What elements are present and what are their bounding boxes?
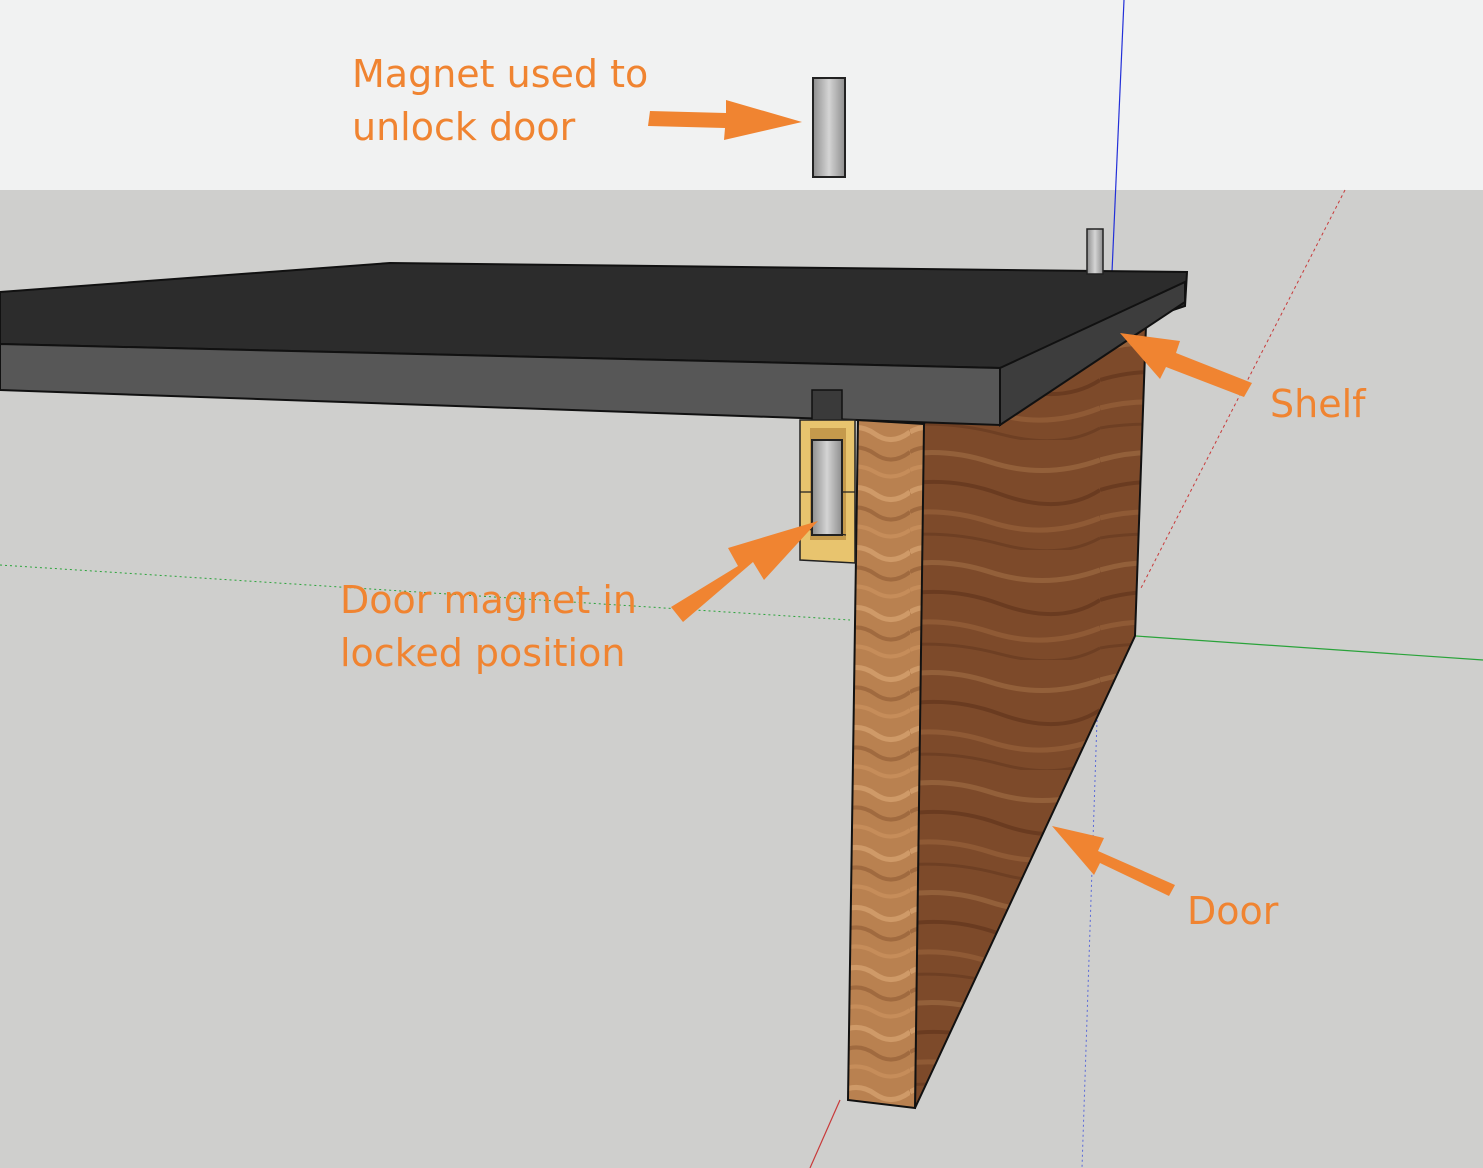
door-magnet — [811, 439, 843, 536]
blue-axis — [1111, 0, 1125, 273]
label-unlock-magnet: Magnet used to unlock door — [352, 48, 648, 154]
shelf-side — [999, 280, 1186, 427]
arrow-to-shelf — [1120, 333, 1252, 397]
green-axis-left — [0, 564, 851, 621]
unlock-magnet — [812, 77, 846, 178]
shelf-magnet-hole — [811, 389, 843, 423]
arrow-to-door — [1052, 826, 1175, 896]
label-door-magnet: Door magnet in locked position — [340, 574, 637, 680]
shelf-top — [0, 261, 1189, 370]
green-axis-right — [1135, 635, 1483, 661]
arrow-to-door-magnet — [671, 521, 818, 622]
label-unlock-magnet-line1: Magnet used to — [352, 52, 649, 96]
arrow-to-unlock-magnet — [648, 100, 802, 140]
rear-magnet — [1086, 228, 1104, 275]
sky — [0, 0, 1483, 190]
label-door-magnet-line1: Door magnet in — [340, 578, 637, 622]
label-shelf: Shelf — [1270, 382, 1366, 426]
label-door: Door — [1187, 889, 1279, 933]
door-edge — [846, 418, 926, 1110]
label-door-magnet-line2: locked position — [340, 631, 626, 675]
red-axis-lower — [809, 1099, 841, 1168]
label-unlock-magnet-line2: unlock door — [352, 105, 576, 149]
